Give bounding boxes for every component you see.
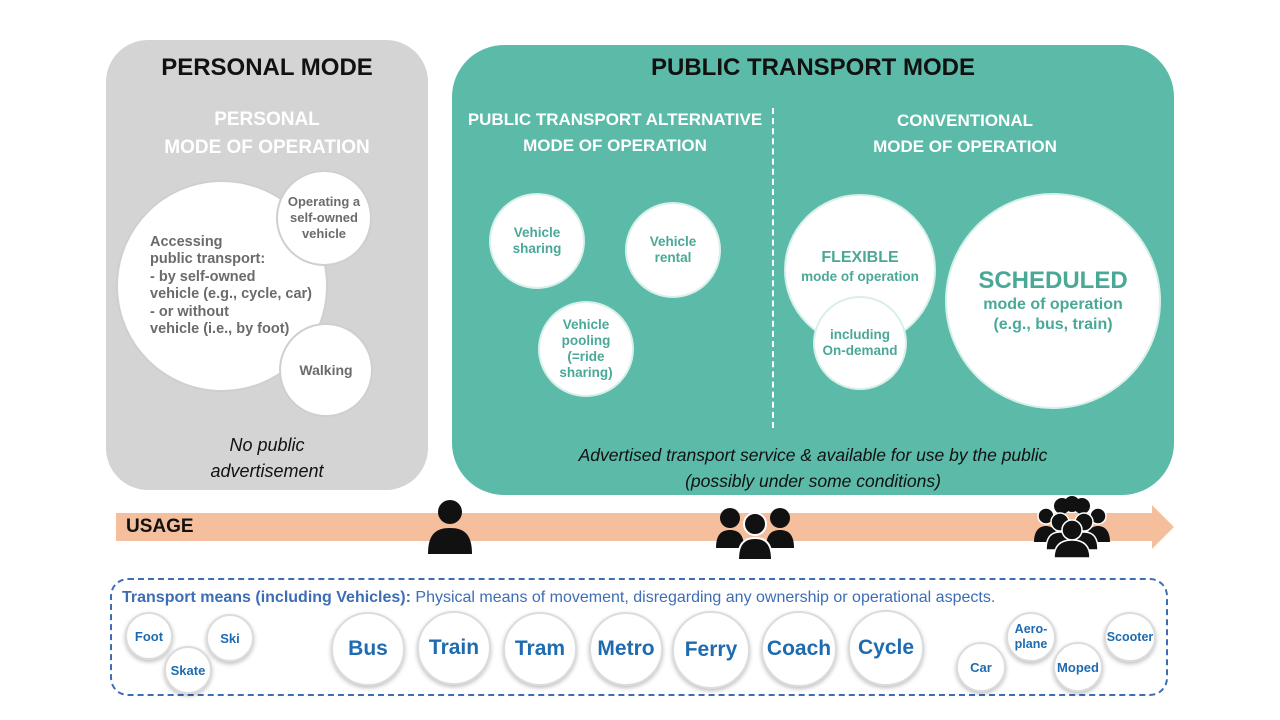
alt-subtitle-line2: MODE OF OPERATION <box>523 136 707 155</box>
means-cycle: Cycle <box>848 610 924 686</box>
accessing-line3: - by self-owned <box>150 268 256 285</box>
personal-operation-subtitle: PERSONAL MODE OF OPERATION <box>106 106 428 162</box>
means-ski: Ski <box>206 614 254 662</box>
accessing-line6: vehicle (i.e., by foot) <box>150 321 290 337</box>
scheduled-mode-circle: SCHEDULED mode of operation (e.g., bus, … <box>945 193 1161 409</box>
conv-subtitle-line2: MODE OF OPERATION <box>873 137 1057 156</box>
alternative-operation-subtitle: PUBLIC TRANSPORT ALTERNATIVE MODE OF OPE… <box>458 107 772 159</box>
mode-divider <box>772 108 774 428</box>
means-bus: Bus <box>331 612 405 686</box>
personal-subtitle-line1: PERSONAL <box>214 109 320 130</box>
vehicle-rental-line2: rental <box>654 250 692 265</box>
vehicle-pooling-line2: pooling <box>561 333 611 348</box>
accessing-line1: Accessing <box>150 233 223 250</box>
scheduled-line1: SCHEDULED <box>978 267 1128 294</box>
walking-circle: Walking <box>279 323 373 417</box>
advertised-service-note: Advertised transport service & available… <box>452 442 1174 494</box>
transport-means-box <box>110 578 1168 696</box>
vehicle-sharing-circle: Vehicle sharing <box>489 193 585 289</box>
means-scooter: Scooter <box>1104 612 1156 662</box>
transport-means-description: Physical means of movement, disregarding… <box>410 589 996 606</box>
public-transport-mode-title: PUBLIC TRANSPORT MODE <box>651 54 975 81</box>
vehicle-sharing-line1: Vehicle <box>513 225 561 240</box>
accessing-line2: public transport: <box>150 251 266 267</box>
alt-subtitle-line1: PUBLIC TRANSPORT ALTERNATIVE <box>467 110 763 129</box>
usage-label: USAGE <box>126 516 194 537</box>
vehicle-pooling-line4: sharing) <box>559 365 613 380</box>
on-demand-circle: including On-demand <box>813 296 907 390</box>
operating-line1: Operating a <box>287 194 361 209</box>
single-person-icon <box>428 500 472 554</box>
aeroplane-line1: Aero- <box>1014 622 1048 636</box>
means-train: Train <box>417 611 491 685</box>
advertised-line1: Advertised transport service & available… <box>578 445 1048 465</box>
scheduled-line2: mode of operation <box>983 296 1123 313</box>
operating-line3: vehicle <box>301 226 347 241</box>
means-foot: Foot <box>125 612 173 660</box>
vehicle-sharing-line2: sharing <box>512 241 562 256</box>
flexible-line2: mode of operation <box>801 269 919 284</box>
small-group-icon <box>716 508 794 560</box>
means-aeroplane: Aero- plane <box>1006 612 1056 662</box>
means-ferry: Ferry <box>672 611 750 689</box>
means-moped: Moped <box>1053 642 1103 692</box>
personal-mode-title: PERSONAL MODE <box>161 54 373 81</box>
vehicle-pooling-circle: Vehicle pooling (=ride sharing) <box>538 301 634 397</box>
means-metro: Metro <box>589 612 663 686</box>
no-public-advertisement-note: No public advertisement <box>106 432 428 484</box>
operating-line2: self-owned <box>290 210 358 225</box>
no-advert-line1: No public <box>229 435 305 455</box>
means-tram: Tram <box>503 612 577 686</box>
usage-arrow-head <box>1152 505 1174 549</box>
advertised-line2: (possibly under some conditions) <box>685 471 941 491</box>
vehicle-rental-circle: Vehicle rental <box>625 202 721 298</box>
transport-means-title: Transport means (including Vehicles): Ph… <box>122 589 995 607</box>
scheduled-line3: (e.g., bus, train) <box>993 316 1113 333</box>
aeroplane-line2: plane <box>1014 637 1048 651</box>
crowd-icon <box>1034 496 1110 558</box>
means-coach: Coach <box>761 611 837 687</box>
usage-arrow <box>116 513 1156 541</box>
accessing-line5: - or without <box>150 303 229 320</box>
means-car: Car <box>956 642 1006 692</box>
vehicle-pooling-line1: Vehicle <box>562 317 610 332</box>
means-skate: Skate <box>164 646 212 694</box>
personal-subtitle-line2: MODE OF OPERATION <box>164 137 370 158</box>
conventional-operation-subtitle: CONVENTIONAL MODE OF OPERATION <box>800 108 1130 160</box>
conv-subtitle-line1: CONVENTIONAL <box>897 111 1033 130</box>
no-advert-line2: advertisement <box>210 461 324 481</box>
operating-vehicle-circle: Operating a self-owned vehicle <box>276 170 372 266</box>
on-demand-line2: On-demand <box>822 343 898 358</box>
on-demand-line1: including <box>829 327 890 342</box>
transport-means-title-bold: Transport means (including Vehicles): <box>122 589 411 606</box>
flexible-line1: FLEXIBLE <box>821 249 899 266</box>
vehicle-pooling-line3: (=ride <box>567 349 605 364</box>
flexible-mode-circle: FLEXIBLE mode of operation <box>784 194 936 346</box>
vehicle-rental-line1: Vehicle <box>649 234 697 249</box>
accessing-line4: vehicle (e.g., cycle, car) <box>150 286 313 302</box>
